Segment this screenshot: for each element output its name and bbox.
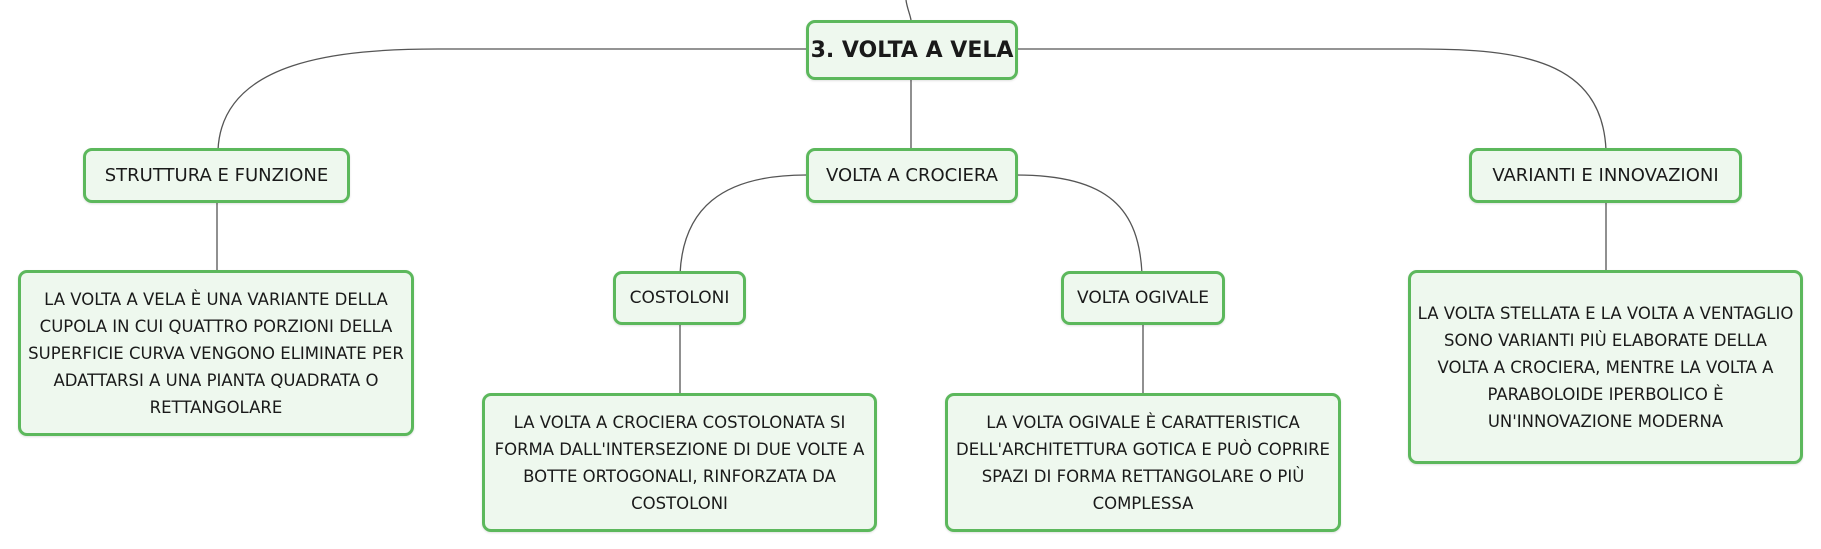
topic-node-costoloni[interactable]: COSTOLONI bbox=[613, 271, 746, 325]
topic-node-volta-ogivale[interactable]: VOLTA OGIVALE bbox=[1061, 271, 1225, 325]
topic-label-volta-ogivale: VOLTA OGIVALE bbox=[1077, 288, 1209, 308]
branch-label-crociera: VOLTA A CROCIERA bbox=[826, 165, 998, 186]
detail-node-varianti[interactable]: LA VOLTA STELLATA E LA VOLTA A VENTAGLIO… bbox=[1408, 270, 1803, 464]
detail-node-struttura[interactable]: LA VOLTA A VELA È UNA VARIANTE DELLA CUP… bbox=[18, 270, 414, 436]
connector-root-to-varianti bbox=[1015, 48, 1607, 151]
root-node[interactable]: 3. VOLTA A VELA bbox=[806, 20, 1018, 80]
topic-label-costoloni: COSTOLONI bbox=[629, 288, 730, 308]
branch-label-struttura: STRUTTURA E FUNZIONE bbox=[104, 165, 329, 186]
detail-text-volta-ogivale: LA VOLTA OGIVALE È CARATTERISTICA DELL'A… bbox=[956, 412, 1330, 513]
detail-text-costoloni: LA VOLTA A CROCIERA COSTOLONATA SI FORMA… bbox=[494, 412, 865, 513]
connector-parent-stub bbox=[905, 0, 912, 21]
detail-node-volta-ogivale[interactable]: LA VOLTA OGIVALE È CARATTERISTICA DELL'A… bbox=[945, 393, 1341, 532]
root-label: 3. VOLTA A VELA bbox=[810, 37, 1014, 63]
detail-text-struttura: LA VOLTA A VELA È UNA VARIANTE DELLA CUP… bbox=[28, 289, 404, 417]
connector-crociera-to-costoloni bbox=[679, 174, 807, 275]
branch-node-struttura[interactable]: STRUTTURA E FUNZIONE bbox=[83, 148, 350, 203]
detail-text-varianti: LA VOLTA STELLATA E LA VOLTA A VENTAGLIO… bbox=[1417, 303, 1794, 431]
connector-root-to-struttura bbox=[217, 48, 808, 151]
branch-node-crociera[interactable]: VOLTA A CROCIERA bbox=[806, 148, 1018, 203]
branch-node-varianti[interactable]: VARIANTI E INNOVAZIONI bbox=[1469, 148, 1742, 203]
branch-label-varianti: VARIANTI E INNOVAZIONI bbox=[1492, 165, 1719, 186]
connector-crociera-to-ogivale bbox=[1015, 174, 1143, 275]
detail-node-costoloni[interactable]: LA VOLTA A CROCIERA COSTOLONATA SI FORMA… bbox=[482, 393, 877, 532]
